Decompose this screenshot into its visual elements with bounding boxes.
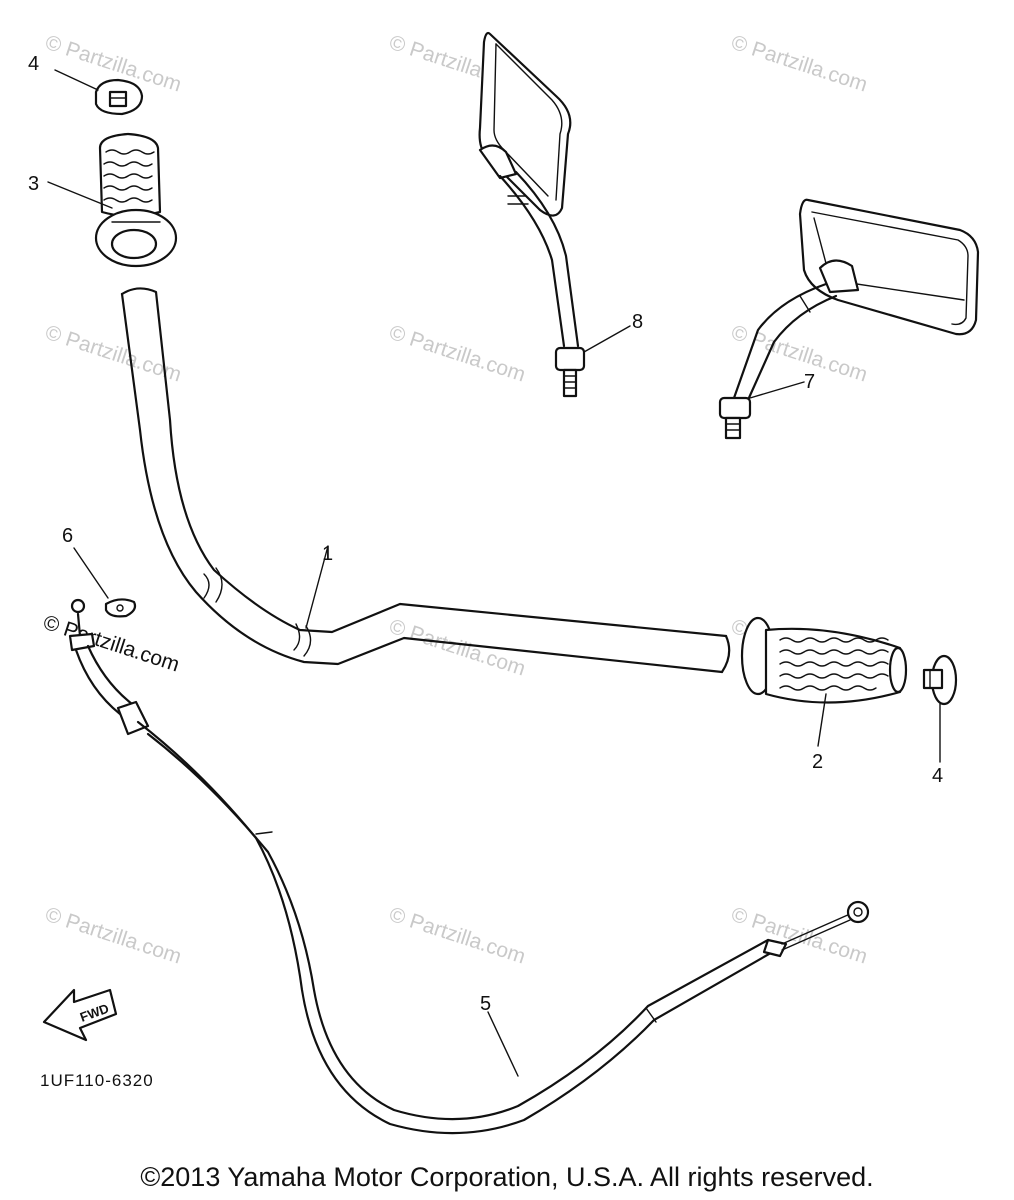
part-4-grip-end-right — [922, 654, 958, 706]
part-7-mirror-right — [718, 198, 980, 440]
watermark-inline: © Partzilla.com — [40, 611, 182, 677]
callout-2: 2 — [812, 751, 823, 773]
part-1-handlebar — [120, 287, 731, 674]
part-8-mirror-left — [478, 31, 586, 398]
watermark: © Partzilla.com — [386, 321, 528, 387]
part-6-cable-holder — [104, 598, 137, 618]
watermark: © Partzilla.com — [386, 615, 528, 681]
callout-7: 7 — [804, 371, 815, 393]
callout-4-right: 4 — [932, 765, 943, 787]
callout-6: 6 — [62, 525, 73, 547]
part-2-left-grip — [740, 616, 908, 704]
watermark: © Partzilla.com — [386, 903, 528, 969]
watermarks: © Partzilla.com © Partzilla.com © Partzi… — [40, 31, 870, 969]
callout-3: 3 — [28, 173, 39, 195]
part-4-grip-end-top — [94, 78, 144, 116]
fwd-arrow-icon: FWD — [42, 988, 118, 1042]
callout-4-top: 4 — [28, 53, 39, 75]
callout-1: 1 — [322, 543, 333, 565]
callout-5: 5 — [480, 993, 491, 1015]
copyright-notice: ©2013 Yamaha Motor Corporation, U.S.A. A… — [140, 1162, 874, 1192]
part-5-clutch-cable — [68, 598, 870, 1135]
watermark: © Partzilla.com — [42, 903, 184, 969]
part-3-throttle-grip — [94, 132, 178, 268]
diagram-code: 1UF110-6320 — [40, 1071, 154, 1090]
callout-8: 8 — [632, 311, 643, 333]
watermark: © Partzilla.com — [728, 31, 870, 97]
